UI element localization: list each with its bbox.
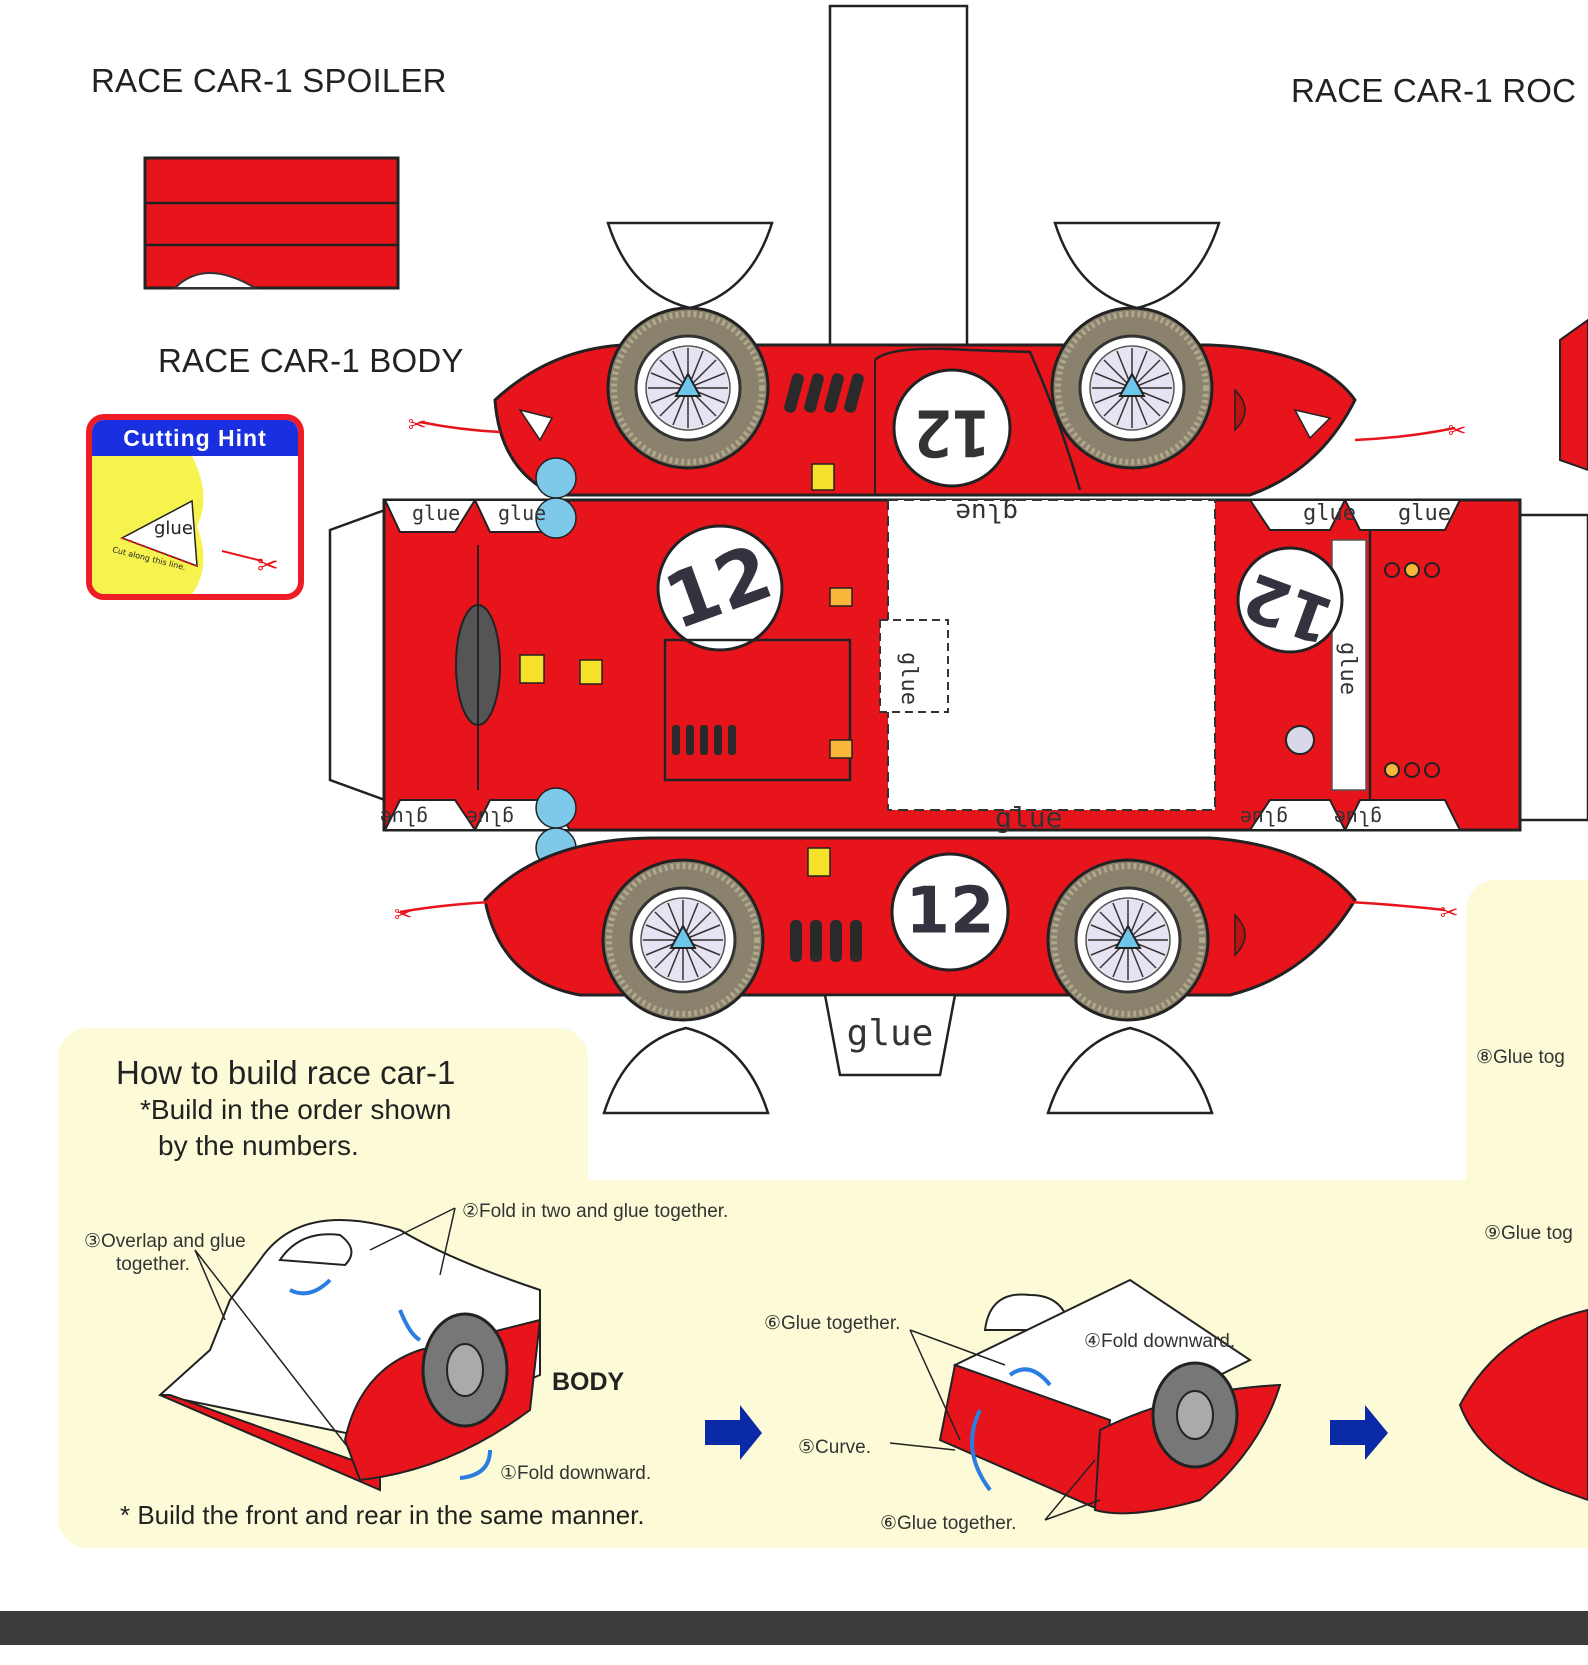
glue-label: glue (1334, 806, 1382, 830)
instructions-panel-right (1466, 880, 1588, 1200)
scissors-icon: ✂ (394, 903, 412, 928)
scissors-icon: ✂ (257, 551, 279, 581)
step-4-label: ④Fold downward. (1084, 1331, 1236, 1352)
diagram-step-3-partial (1458, 1308, 1588, 1502)
step-9-label: ⑨Glue tog (1484, 1223, 1573, 1244)
top-tab (828, 4, 969, 348)
hint-glue-label: glue (154, 518, 193, 539)
glue-label: glue (896, 652, 921, 705)
glue-label: glue (1240, 806, 1288, 830)
cut-arrows (399, 420, 1456, 914)
instructions-sub-2: by the numbers. (158, 1130, 359, 1161)
viewer-bottom-strip (0, 1645, 1588, 1665)
diagram-step-1 (157, 1207, 542, 1492)
glue-label: glue (1303, 501, 1356, 526)
glue-label: glue (1398, 501, 1451, 526)
footnote: * Build the front and rear in the same m… (120, 1500, 645, 1530)
body-center: 12 12 (328, 457, 1588, 869)
body-label: BODY (552, 1368, 625, 1396)
step-3-label-a: ③Overlap and glue (84, 1231, 246, 1252)
instructions-title: How to build race car-1 (116, 1054, 456, 1091)
step-1-label: ①Fold downward. (500, 1463, 652, 1484)
step-3-label-b: together. (116, 1254, 190, 1275)
glue-label: glue (847, 1013, 934, 1054)
diagram-step-2 (889, 1278, 1282, 1521)
scissors-icon: ✂ (1448, 419, 1466, 444)
rocket-title: RACE CAR-1 ROC (1291, 72, 1577, 109)
step-2-label: ②Fold in two and glue together. (462, 1201, 729, 1222)
glue-label: glue (955, 497, 1018, 527)
glue-label: glue (466, 806, 514, 830)
glue-label: glue (412, 501, 460, 525)
cutting-hint-diagram: glue Cut along this line. ✂ (92, 456, 279, 594)
step-5-label: ⑤Curve. (798, 1437, 871, 1458)
glue-label: glue (995, 801, 1062, 834)
body-title: RACE CAR-1 BODY (158, 342, 464, 379)
step-6-label-a: ⑥Glue together. (764, 1313, 901, 1334)
glue-label: glue (380, 806, 428, 830)
viewer-bottom-bar (0, 1611, 1588, 1645)
glue-label: glue (1335, 642, 1360, 695)
rocket-part-edge (1559, 318, 1588, 472)
number-12-top: 12 (913, 394, 990, 468)
scissors-icon: ✂ (1440, 901, 1458, 926)
cutting-hint-box: Cutting Hint glue Cut along this line. ✂ (86, 414, 304, 600)
next-arrow (1330, 1405, 1388, 1460)
scissors-icon: ✂ (408, 413, 426, 438)
spoiler-part (143, 156, 400, 290)
body-side-top: 12 (493, 221, 1357, 497)
spoiler-title: RACE CAR-1 SPOILER (91, 62, 447, 99)
body-side-bottom: 12 glue (483, 836, 1357, 1115)
cutting-hint-title: Cutting Hint (92, 420, 298, 456)
glue-label: glue (498, 501, 546, 525)
step-8-label: ⑧Glue tog (1476, 1047, 1565, 1068)
next-arrow (705, 1405, 762, 1460)
instructions-sub-1: *Build in the order shown (140, 1094, 452, 1125)
number-12-bottom: 12 (905, 875, 994, 949)
step-6-label-b: ⑥Glue together. (880, 1513, 1017, 1534)
